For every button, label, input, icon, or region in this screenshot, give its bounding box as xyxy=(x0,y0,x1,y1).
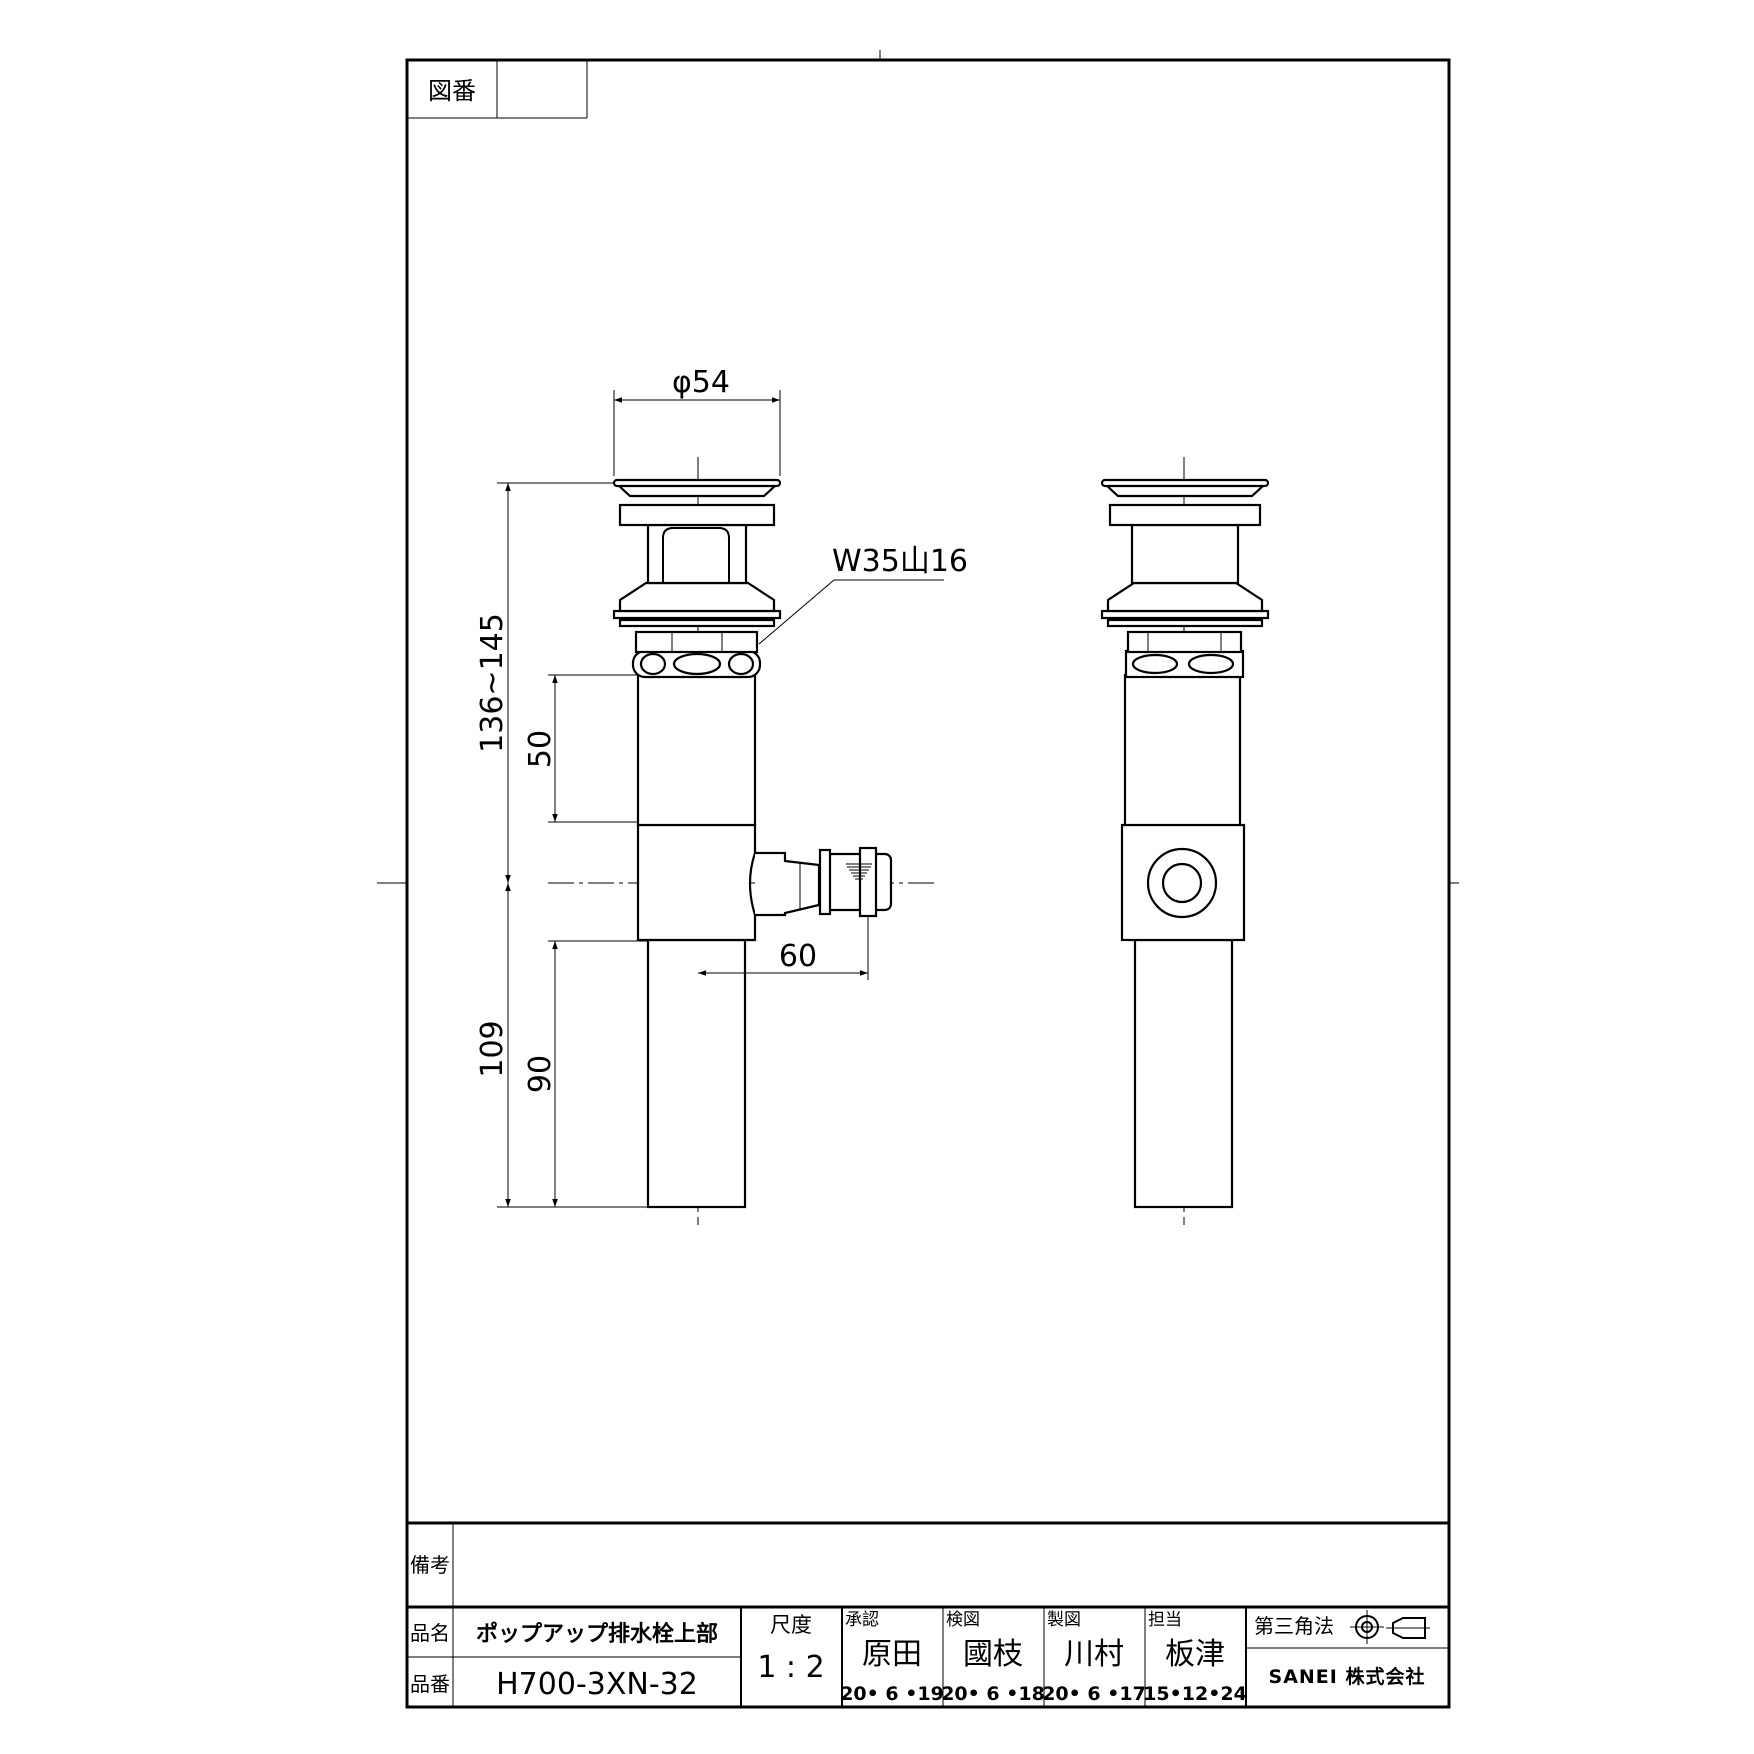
charge-name: 板津 xyxy=(1165,1637,1225,1672)
drafting-label: 製図 xyxy=(1047,1610,1081,1630)
side-guide-body xyxy=(1130,523,1240,585)
approval-date: 20• 6 •19 xyxy=(840,1683,944,1705)
scale-label: 尺度 xyxy=(770,1613,812,1637)
product-name-label: 品名 xyxy=(410,1621,450,1645)
side-outlet-hole xyxy=(1161,862,1203,904)
side-drain-body xyxy=(1120,823,1246,942)
side-branch xyxy=(755,851,821,917)
front-view xyxy=(548,457,938,1225)
washer xyxy=(618,618,776,628)
product-number-label: 品番 xyxy=(410,1672,450,1696)
remarks-label: 備考 xyxy=(410,1553,450,1577)
product-number: H700-3XN-32 xyxy=(496,1667,698,1702)
approval-name: 原田 xyxy=(862,1637,922,1672)
side-lock-nut xyxy=(1126,630,1243,654)
upper-ring xyxy=(618,503,776,527)
upper-partial-dimension-label: 50 xyxy=(523,730,558,768)
drawing-number-box: 図番 xyxy=(407,60,588,119)
drafting-name: 川村 xyxy=(1064,1637,1124,1672)
upper-pipe xyxy=(636,673,757,827)
side-view xyxy=(1100,457,1270,1225)
charge-date: 15•12•24 xyxy=(1143,1683,1247,1705)
title-block: 備考 品名 ポップアップ排水栓上部 品番 H700-3XN-32 尺度 1 : … xyxy=(407,1521,1449,1707)
tail-pipe xyxy=(646,938,747,1209)
inspection-date: 20• 6 •18 xyxy=(941,1683,1045,1705)
projection-label: 第三角法 xyxy=(1254,1614,1334,1638)
front-view-dimensions: φ54 W35山16 136~145 50 109 90 60 xyxy=(475,365,968,1208)
company-name: SANEI 株式会社 xyxy=(1269,1665,1426,1688)
upper-total-dimension-label: 136~145 xyxy=(475,613,510,753)
thread-leader-line xyxy=(758,579,835,645)
lower-partial-dimension-label: 90 xyxy=(523,1055,558,1093)
knurling-lines xyxy=(846,863,872,880)
flange-cone xyxy=(618,581,776,613)
thread-callout-label: W35山16 xyxy=(832,544,968,579)
lower-total-dimension-label: 109 xyxy=(475,1020,510,1077)
union-nut xyxy=(824,852,893,912)
charge-label: 担当 xyxy=(1148,1610,1182,1630)
drawing-number-label: 図番 xyxy=(428,77,476,105)
side-upper-ring xyxy=(1108,503,1262,527)
lock-nut xyxy=(634,630,759,654)
third-angle-projection-icon xyxy=(1350,1610,1430,1644)
side-washer xyxy=(1106,618,1264,628)
side-offset-dimension-label: 60 xyxy=(779,939,817,974)
scale-value: 1 : 2 xyxy=(757,1650,824,1685)
approval-label: 承認 xyxy=(845,1610,879,1630)
inspection-label: 検図 xyxy=(946,1610,980,1630)
drafting-date: 20• 6 •17 xyxy=(1042,1683,1146,1705)
diameter-dimension-label: φ54 xyxy=(672,365,730,400)
side-upper-pipe xyxy=(1123,673,1242,827)
drain-body xyxy=(636,823,757,942)
side-flange-cone xyxy=(1106,581,1264,613)
inspection-name: 國枝 xyxy=(963,1637,1023,1672)
side-tail-pipe xyxy=(1133,938,1234,1209)
product-name: ポップアップ排水栓上部 xyxy=(476,1621,718,1647)
